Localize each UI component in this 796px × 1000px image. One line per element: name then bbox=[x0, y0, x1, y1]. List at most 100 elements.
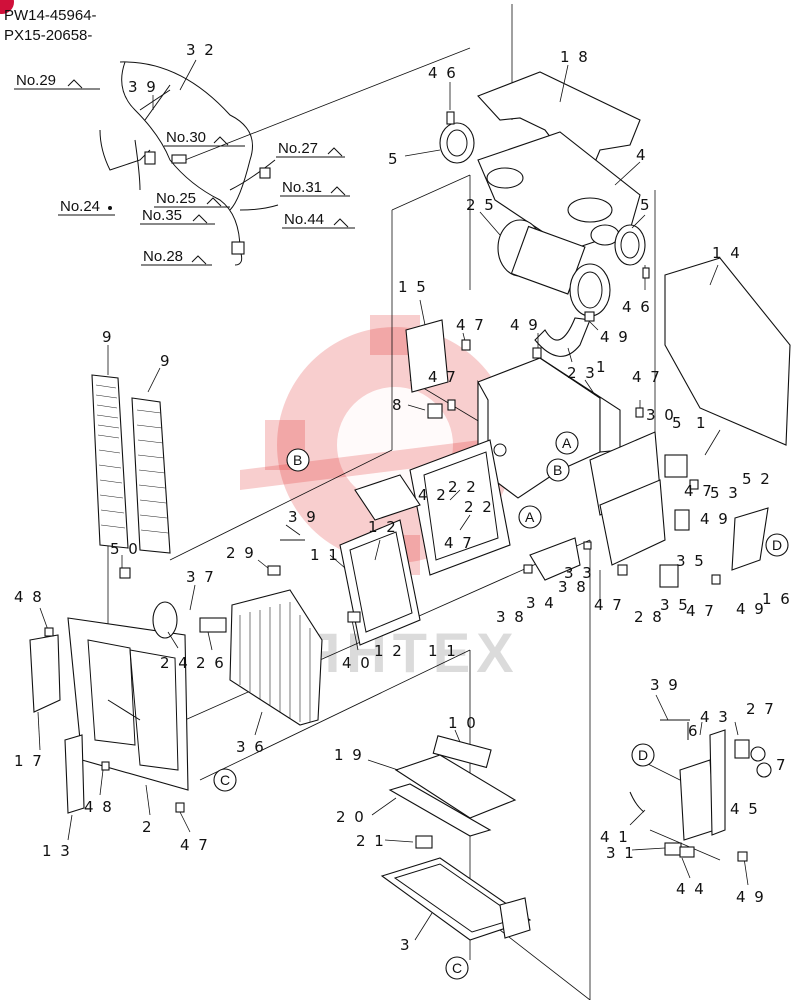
part-number: 3 2 bbox=[186, 41, 216, 59]
part-number: 4 8 bbox=[84, 798, 114, 816]
corner-marker-icon bbox=[0, 0, 14, 14]
part-number: 1 7 bbox=[14, 752, 44, 770]
part-number: 3 6 bbox=[236, 738, 266, 756]
part-number: 5 3 bbox=[710, 484, 740, 502]
part-number: 1 6 bbox=[762, 590, 792, 608]
wiring-harness bbox=[99, 61, 279, 266]
cable-label: No.31 bbox=[282, 179, 322, 196]
part-number: 4 1 bbox=[600, 828, 630, 846]
part-number: 5 bbox=[640, 196, 652, 214]
ref-marker-d bbox=[631, 743, 655, 767]
watermark-text: ЯНТЕХ bbox=[300, 621, 520, 684]
part-number: 3 1 bbox=[606, 844, 636, 862]
part-number: 2 4 bbox=[160, 654, 190, 672]
part-number: 5 bbox=[388, 150, 400, 168]
cable-label: No.27 bbox=[278, 140, 318, 157]
cable-label: No.35 bbox=[142, 207, 182, 224]
part-number: 4 6 bbox=[622, 298, 652, 316]
part-number-labels: 3 2 3 9 4 6 1 8 5 4 2 5 5 4 6 1 4 1 5 4 … bbox=[14, 41, 792, 954]
part-number: 2 5 bbox=[466, 196, 496, 214]
cable-label-group: No.29 No.30 No.27 No.25 No.31 No.24 No.3… bbox=[14, 72, 355, 266]
part-number: 2 bbox=[142, 818, 154, 836]
bracket-assembly bbox=[589, 431, 690, 588]
part-number: 4 9 bbox=[600, 328, 630, 346]
part-number: 4 7 bbox=[180, 836, 210, 854]
block-26 bbox=[199, 617, 227, 633]
bracket-33 bbox=[529, 537, 581, 581]
ref-label: B bbox=[293, 452, 302, 468]
part-number: 4 3 bbox=[700, 708, 730, 726]
part-number: 4 9 bbox=[736, 888, 766, 906]
part-number: 4 6 bbox=[428, 64, 458, 82]
ref-label: D bbox=[638, 747, 648, 763]
part-number: 2 0 bbox=[336, 808, 366, 826]
ref-label: D bbox=[772, 537, 782, 553]
part-number: 2 2 bbox=[448, 478, 478, 496]
pad-21 bbox=[415, 835, 433, 849]
part-number: 4 7 bbox=[686, 602, 716, 620]
part-number: 3 8 bbox=[558, 578, 588, 596]
ref-marker-a bbox=[518, 505, 542, 529]
block-10 bbox=[432, 735, 492, 769]
cable-label: No.25 bbox=[156, 190, 196, 207]
part-number: 3 9 bbox=[650, 676, 680, 694]
ref-label: C bbox=[220, 772, 230, 788]
frame-22 bbox=[409, 439, 511, 576]
bracket-assembly-d bbox=[629, 722, 772, 858]
part-number: 1 5 bbox=[398, 278, 428, 296]
part-number: 4 7 bbox=[594, 596, 624, 614]
part-number: 1 4 bbox=[712, 244, 742, 262]
part-number: 1 8 bbox=[560, 48, 590, 66]
seal-20 bbox=[388, 783, 492, 837]
part-number: 6 bbox=[688, 722, 700, 740]
part-number: 2 6 bbox=[196, 654, 226, 672]
part-number: 4 7 bbox=[456, 316, 486, 334]
strap-23 bbox=[534, 317, 591, 357]
part-number: 4 7 bbox=[684, 482, 714, 500]
part-number: 2 7 bbox=[746, 700, 776, 718]
part-number: 1 0 bbox=[448, 714, 478, 732]
part-number: 3 7 bbox=[186, 568, 216, 586]
heater-core-36 bbox=[229, 589, 323, 726]
part-number: 2 1 bbox=[356, 832, 386, 850]
part-number: 2 8 bbox=[634, 608, 664, 626]
part-number: 1 1 bbox=[428, 642, 458, 660]
panel-14 bbox=[664, 257, 791, 446]
part-number: 3 0 bbox=[646, 406, 676, 424]
part-number: 3 3 bbox=[564, 564, 594, 582]
ref-label: A bbox=[525, 509, 535, 525]
part-number: 1 bbox=[696, 414, 708, 432]
part-number: 5 bbox=[672, 414, 684, 432]
part-number: 2 2 bbox=[464, 498, 494, 516]
ref-marker-b bbox=[546, 458, 570, 482]
ref-label: C bbox=[452, 960, 462, 976]
panel-13 bbox=[64, 734, 85, 814]
ref-label: A bbox=[562, 435, 572, 451]
part-number: 9 bbox=[102, 328, 114, 346]
part-number: 4 7 bbox=[444, 534, 474, 552]
part-number: 4 8 bbox=[14, 588, 44, 606]
lower-case-2 bbox=[67, 617, 189, 791]
part-number: 1 bbox=[596, 358, 608, 376]
serial-line-1: PW14-45964- bbox=[4, 7, 97, 24]
fasteners bbox=[44, 89, 748, 862]
part-number: 4 7 bbox=[428, 368, 458, 386]
part-number: 2 3 bbox=[567, 364, 597, 382]
part-number: 3 8 bbox=[496, 608, 526, 626]
part-number: 2 9 bbox=[226, 544, 256, 562]
ref-marker-b bbox=[286, 448, 310, 472]
leader-lines bbox=[37, 59, 749, 941]
cable-label: No.28 bbox=[143, 248, 183, 265]
panel-42 bbox=[354, 474, 421, 521]
part-number: 4 5 bbox=[730, 800, 760, 818]
serial-line-2: PX15-20658- bbox=[4, 27, 92, 44]
ref-label: B bbox=[553, 462, 562, 478]
blower-housing-4 bbox=[477, 131, 641, 251]
part-number: 1 3 bbox=[42, 842, 72, 860]
ref-marker-a bbox=[555, 431, 579, 455]
part-number: 5 2 bbox=[742, 470, 772, 488]
part-number: 8 bbox=[392, 396, 404, 414]
ring-5 bbox=[439, 122, 475, 164]
part-number: 4 2 bbox=[418, 486, 448, 504]
